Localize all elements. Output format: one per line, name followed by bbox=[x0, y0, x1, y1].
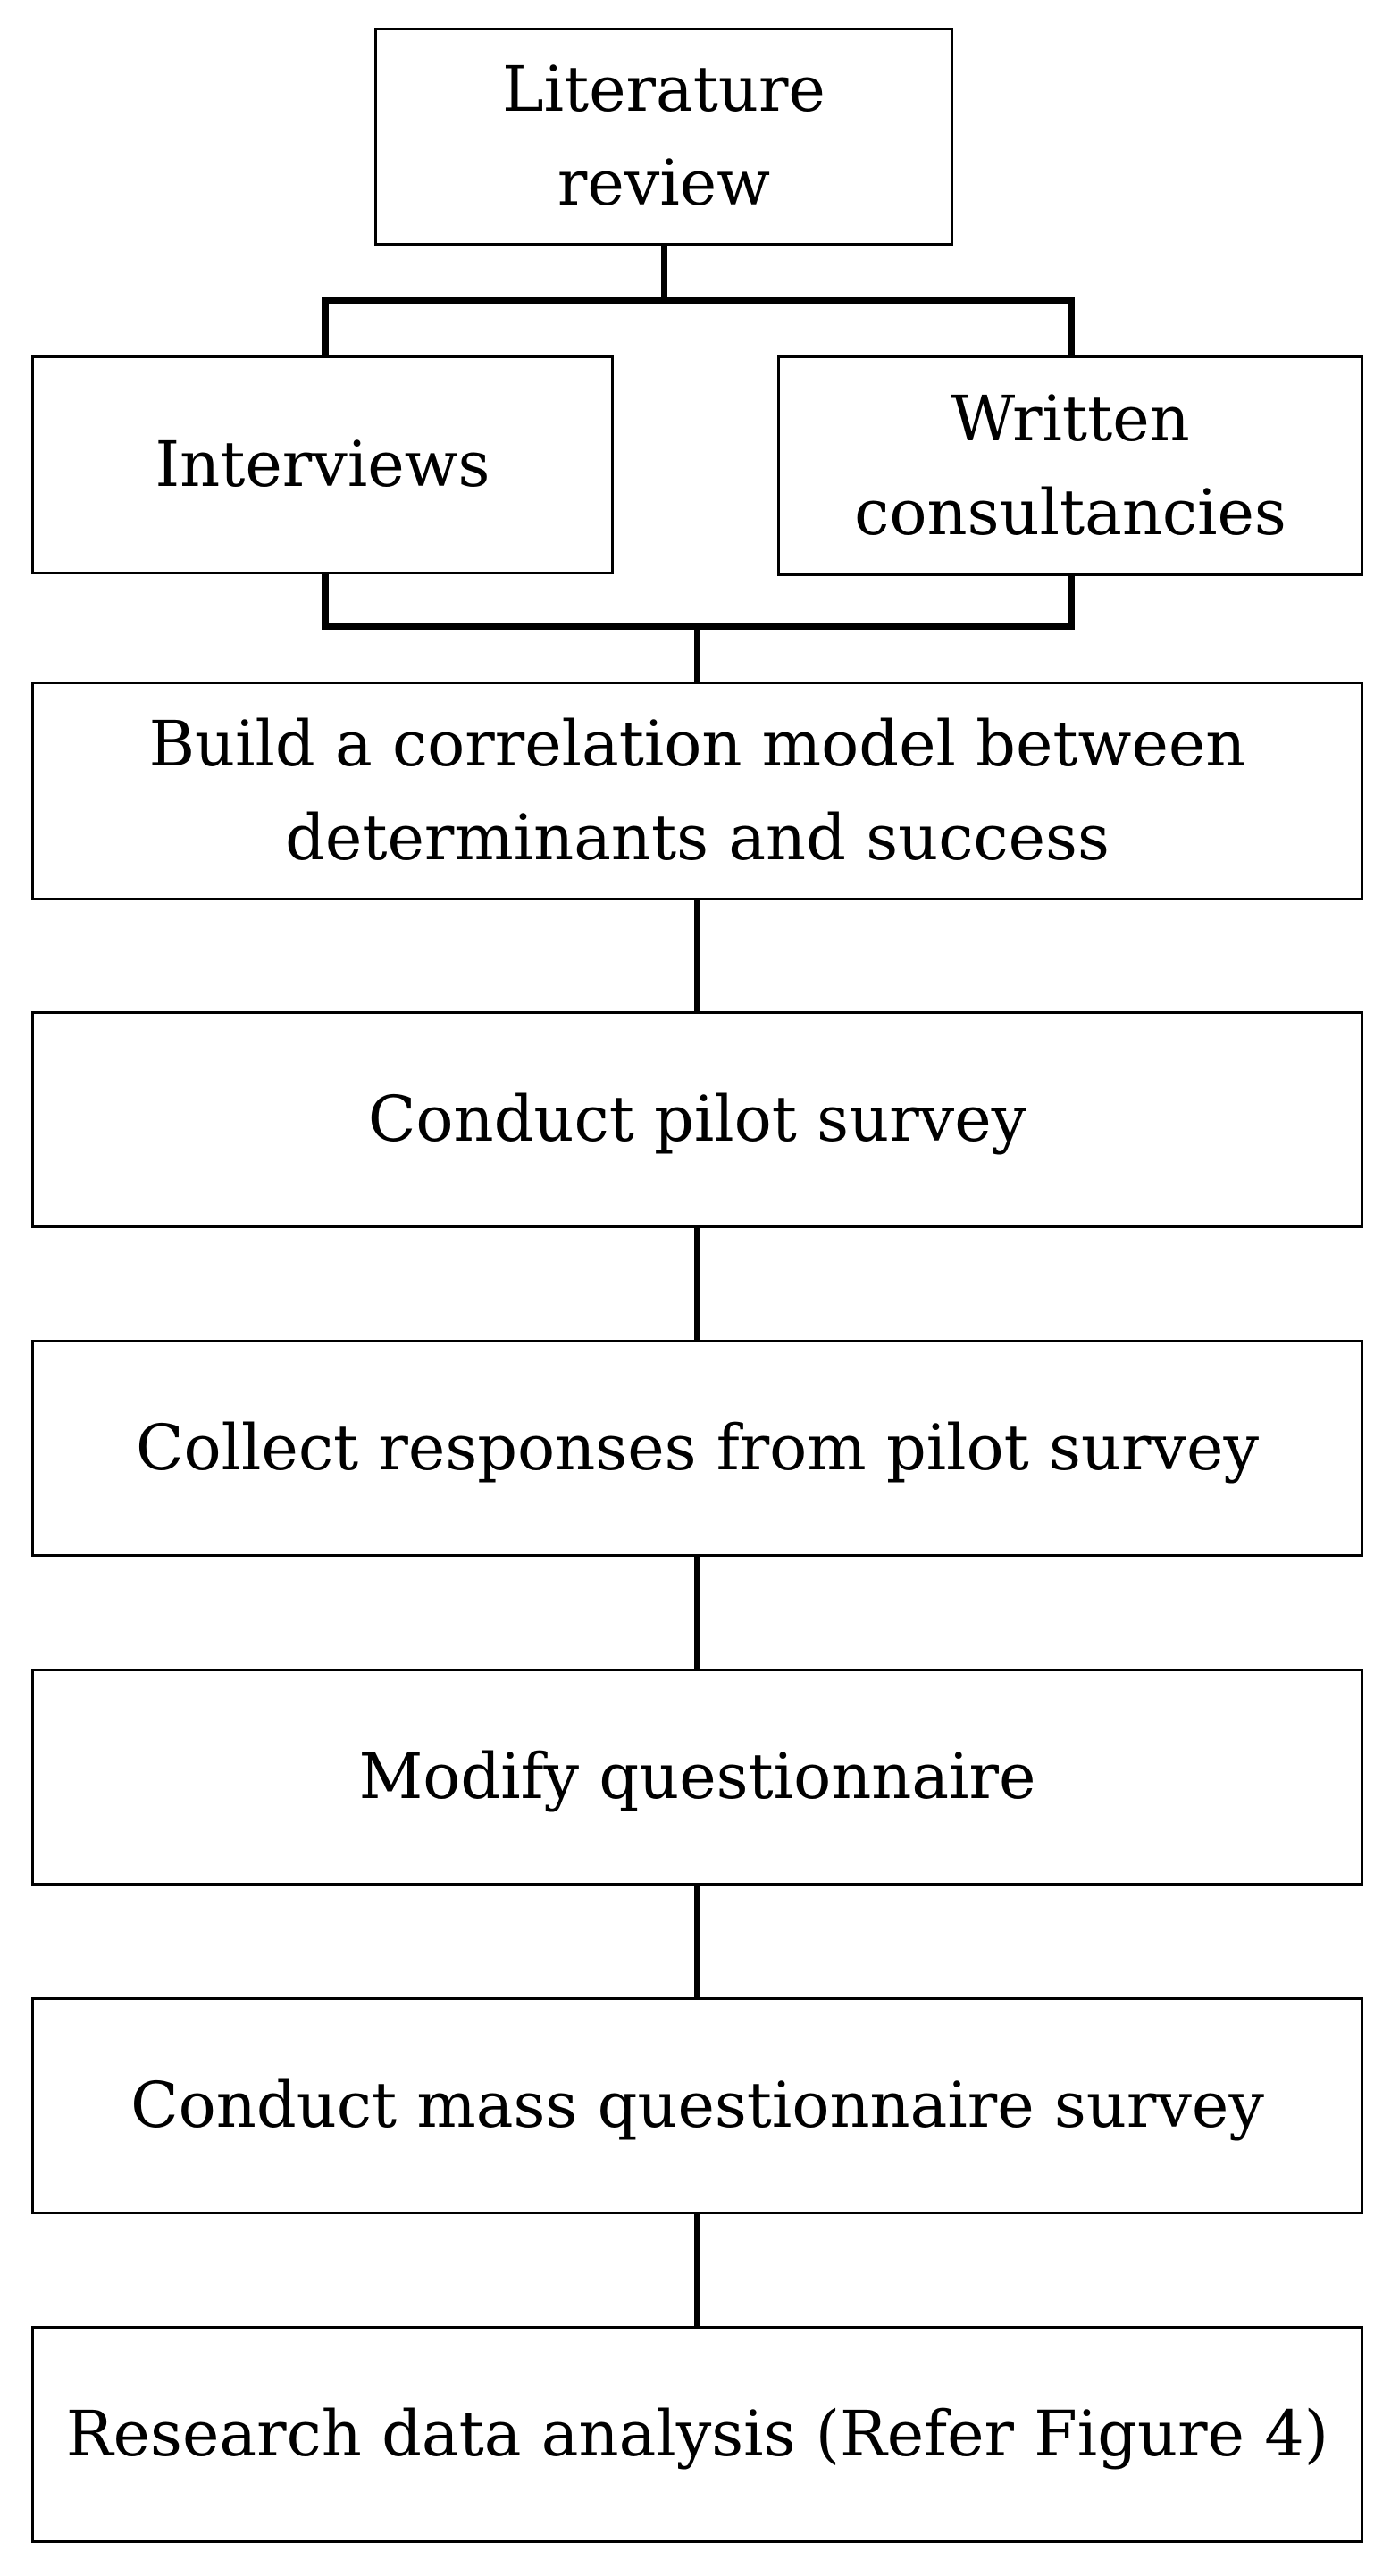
node-label: Research data analysis (Refer Figure 4) bbox=[65, 2397, 1329, 2471]
connector-build-to-pilot bbox=[694, 900, 700, 1011]
flow-node-written-consultancies: Written consultancies bbox=[777, 355, 1363, 576]
node-label: Interviews bbox=[155, 428, 490, 501]
flow-node-modify-questionnaire: Modify questionnaire bbox=[31, 1669, 1363, 1886]
connector-pilot-to-collect bbox=[694, 1228, 700, 1340]
connector-merge-to-build-model bbox=[694, 630, 700, 682]
flow-node-literature-review: Literature review bbox=[374, 28, 953, 246]
connector-branch-top-bar bbox=[322, 297, 1075, 304]
node-label: Modify questionnaire bbox=[358, 1740, 1036, 1813]
flow-node-conduct-mass-survey: Conduct mass questionnaire survey bbox=[31, 1997, 1363, 2214]
node-label: Conduct pilot survey bbox=[367, 1083, 1027, 1156]
node-label: Conduct mass questionnaire survey bbox=[130, 2069, 1264, 2142]
connector-literature-to-branch bbox=[661, 246, 667, 301]
node-label: Build a correlation model between determ… bbox=[148, 707, 1246, 874]
connector-merge-bottom-bar bbox=[322, 623, 1075, 630]
flow-node-interviews: Interviews bbox=[31, 355, 614, 574]
connector-written-to-merge bbox=[1068, 576, 1075, 628]
connector-branch-to-written bbox=[1068, 297, 1075, 355]
connector-collect-to-modify bbox=[694, 1557, 700, 1669]
flow-node-collect-responses: Collect responses from pilot survey bbox=[31, 1340, 1363, 1557]
node-label: Written consultancies bbox=[854, 381, 1286, 549]
flow-node-conduct-pilot-survey: Conduct pilot survey bbox=[31, 1011, 1363, 1228]
flow-node-build-correlation-model: Build a correlation model between determ… bbox=[31, 682, 1363, 900]
flow-node-research-data-analysis: Research data analysis (Refer Figure 4) bbox=[31, 2326, 1363, 2543]
node-label: Collect responses from pilot survey bbox=[135, 1411, 1260, 1485]
connector-modify-to-mass bbox=[694, 1886, 700, 1997]
node-label: Literature review bbox=[502, 53, 825, 220]
connector-mass-to-analysis bbox=[694, 2214, 700, 2326]
connector-interviews-to-merge bbox=[322, 574, 329, 628]
connector-branch-to-interviews bbox=[322, 297, 329, 355]
